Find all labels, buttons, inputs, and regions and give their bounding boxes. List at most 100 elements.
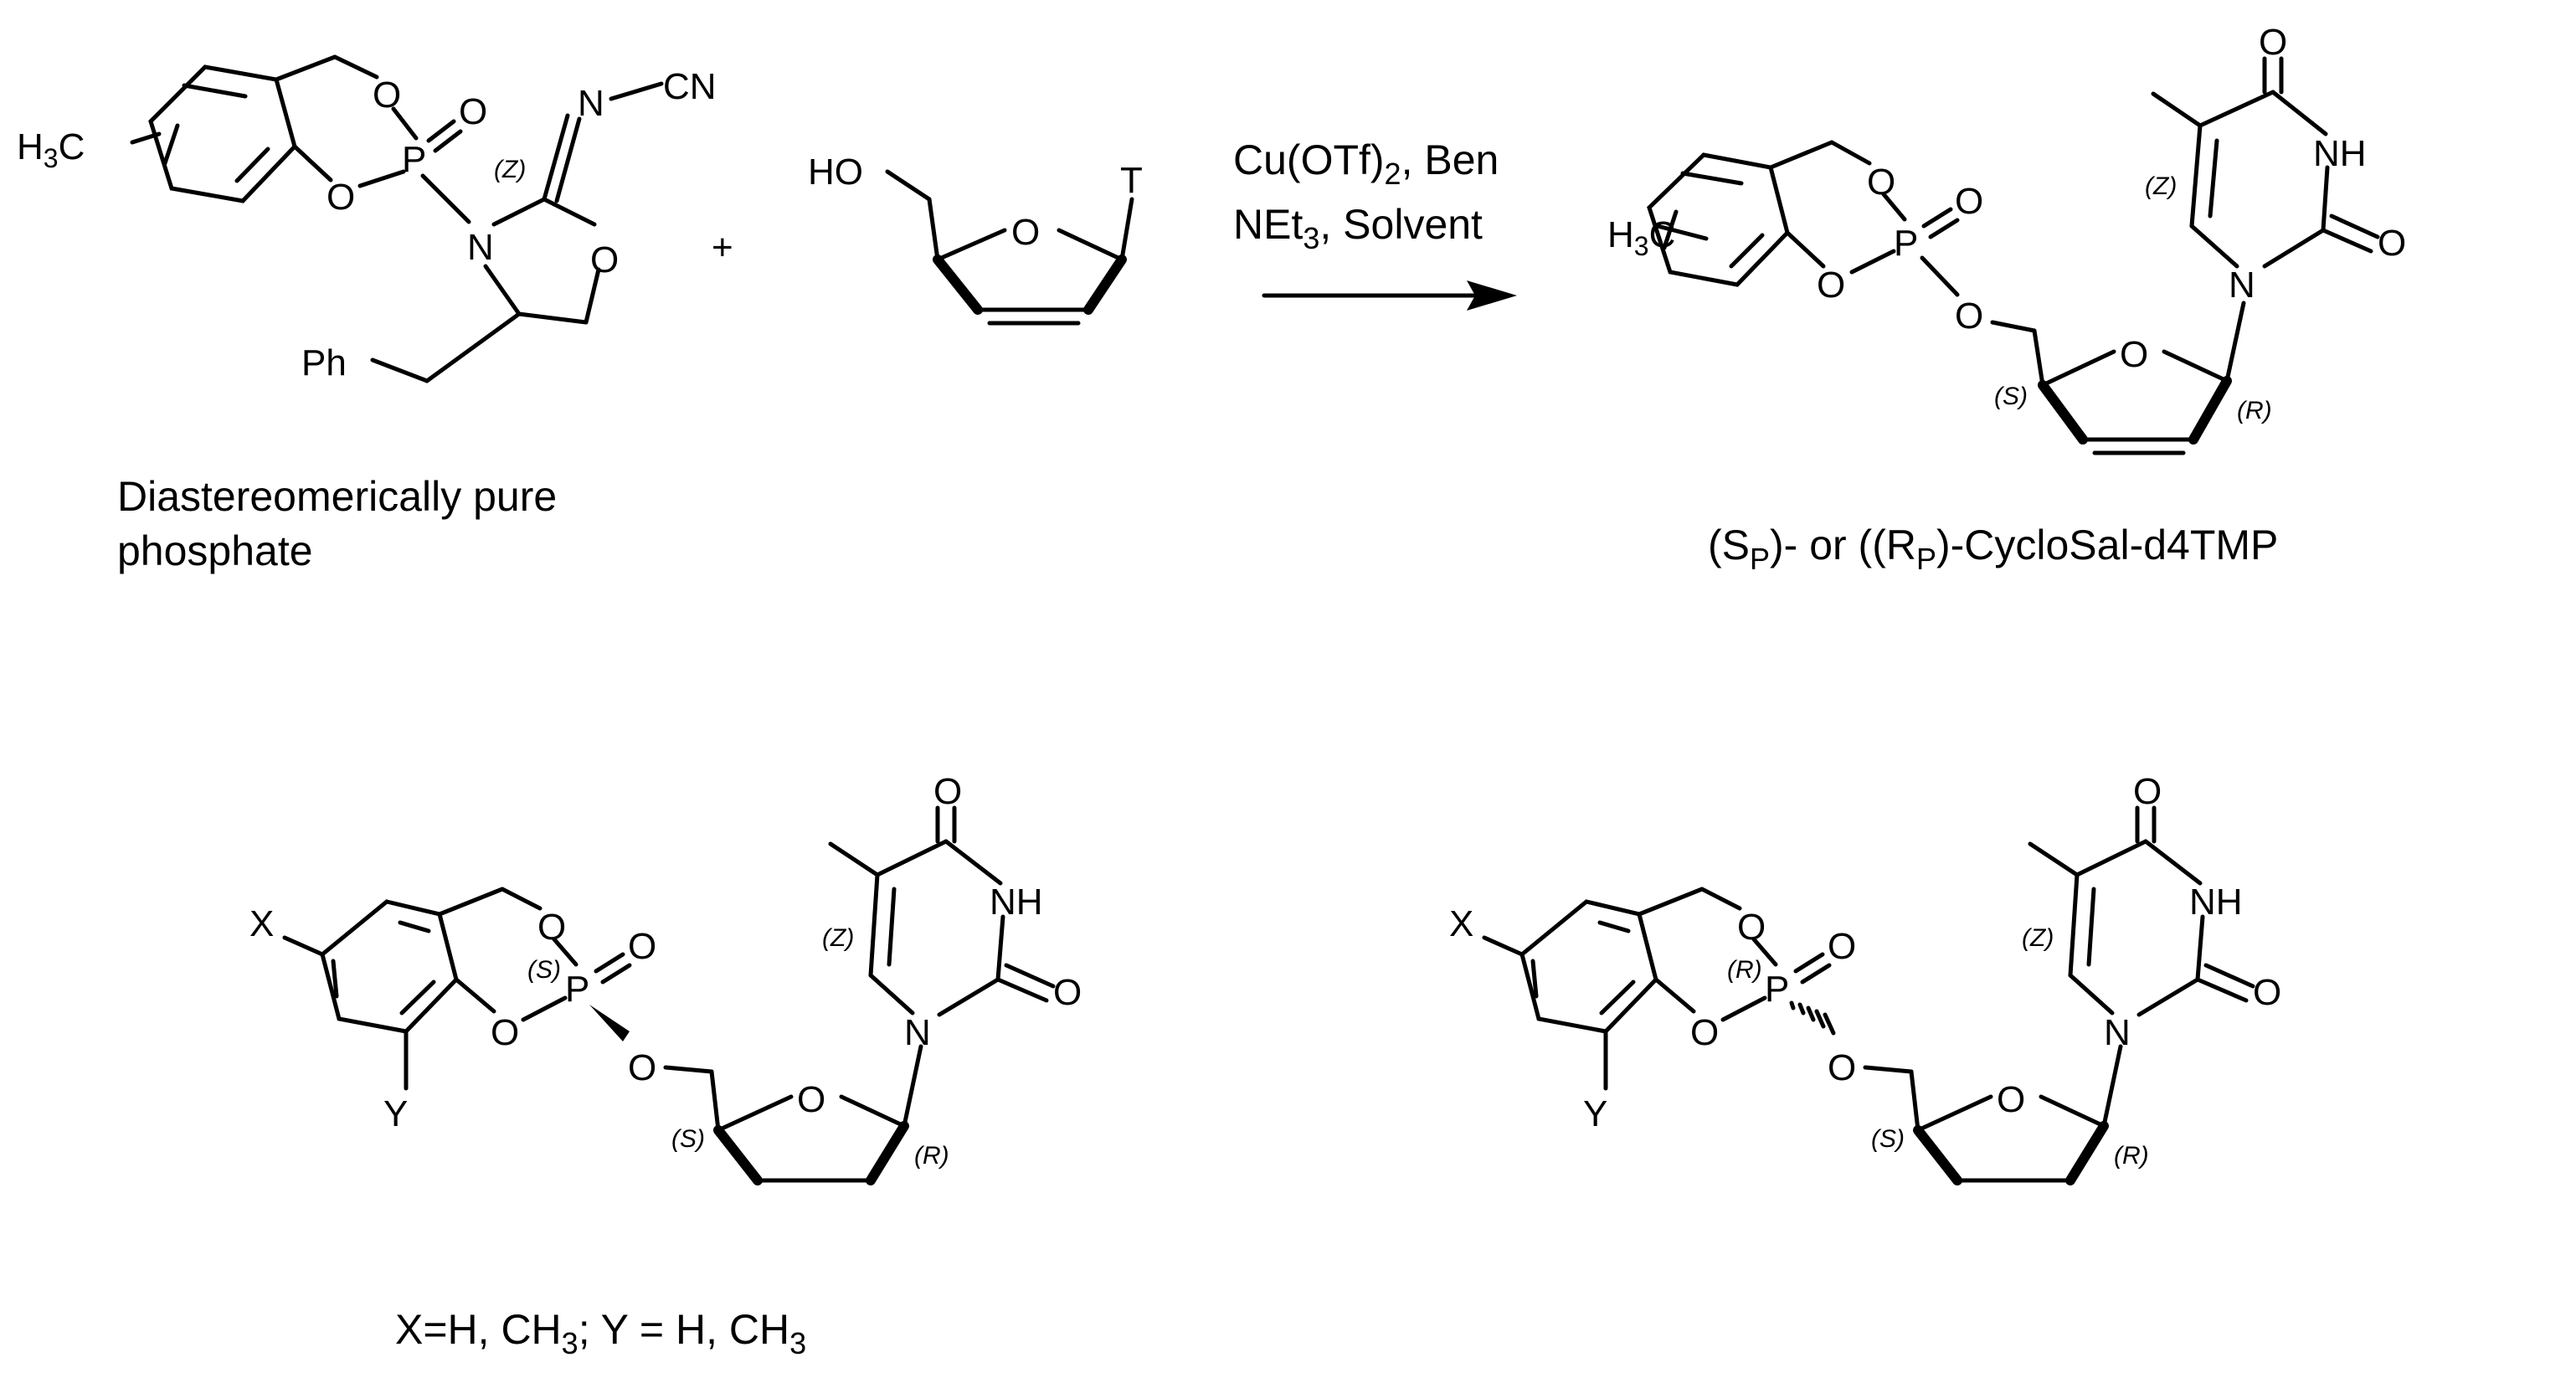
p-double-o bbox=[600, 963, 632, 985]
bond-c4-o bbox=[1915, 1094, 1993, 1133]
atom-n-label: N bbox=[467, 227, 494, 268]
methyl-bond bbox=[828, 841, 880, 877]
product-structure: H3C O O P O O O N NH O O (Z) (S) (R) bbox=[1607, 22, 2406, 455]
rp-isomer-structure: X Y O O P O O O N NH O O (R) (Z) (S) (R) bbox=[1449, 771, 2281, 1185]
thymine-t-label: T bbox=[1120, 160, 1143, 201]
p-o-wedge bbox=[589, 1005, 630, 1041]
c5-c6-double bbox=[2086, 887, 2096, 967]
bond-ch2-o bbox=[1829, 140, 1872, 166]
atom-o-label: O bbox=[797, 1079, 825, 1120]
bond-ch2-c4 bbox=[927, 197, 940, 262]
bold-ring-bond bbox=[933, 255, 983, 315]
aromatic-double-bond bbox=[331, 959, 339, 999]
c-double-n bbox=[554, 116, 582, 203]
p-double-o bbox=[1793, 952, 1825, 974]
bond-ch2-o bbox=[1699, 887, 1742, 911]
bond-c4-o bbox=[716, 1094, 794, 1133]
atom-o-label: O bbox=[537, 907, 566, 948]
p-double-o bbox=[433, 129, 463, 153]
bond-ho-ch2 bbox=[885, 169, 932, 202]
bond-o-ch2 bbox=[1863, 1065, 1914, 1074]
atom-o-label: O bbox=[1690, 1012, 1719, 1053]
atom-o-label: O bbox=[326, 177, 355, 218]
atom-p-label: P bbox=[1894, 223, 1918, 264]
c2-double-o bbox=[2203, 963, 2255, 989]
atom-o-label: O bbox=[2133, 771, 2162, 812]
phenyl-label: Ph bbox=[301, 342, 347, 383]
stereo-z-label: (Z) bbox=[2145, 172, 2177, 200]
y-substituent-label: Y bbox=[383, 1093, 408, 1134]
bond-c6-c5 bbox=[868, 872, 880, 978]
atom-o-label: O bbox=[1867, 162, 1895, 203]
aromatic-double-bond bbox=[1597, 920, 1631, 933]
bond-ar-o bbox=[454, 977, 496, 1014]
p-double-o bbox=[426, 119, 456, 143]
reagent-line-1: Cu(OTf)2, Ben bbox=[1233, 136, 1499, 191]
bond-c2-n1 bbox=[937, 977, 1000, 1017]
bond-n1-c6 bbox=[868, 973, 915, 1016]
atom-nh-label: NH bbox=[990, 882, 1043, 923]
stereo-z-label: (Z) bbox=[2022, 924, 2054, 952]
benzene-ring bbox=[148, 64, 297, 203]
sp-isomer-structure: X Y O O P O O O N NH O O (S) (Z) (S) (R) bbox=[249, 771, 1082, 1185]
stereo-r-label: (R) bbox=[1727, 956, 1762, 984]
p-o-hashed-wedge bbox=[1789, 1000, 1836, 1036]
bond-p-n bbox=[420, 173, 471, 224]
bond-o-p bbox=[521, 995, 568, 1022]
atom-o-label: O bbox=[1828, 926, 1856, 967]
atom-o-label: O bbox=[628, 1047, 656, 1088]
bond-c5-c4 bbox=[2198, 90, 2275, 128]
stereo-r-label: (R) bbox=[2237, 397, 2272, 424]
reaction-arrow-group: Cu(OTf)2, Ben NEt3, Solvent bbox=[1233, 136, 1517, 311]
bond-o-p bbox=[552, 937, 578, 967]
bond-n1-c6 bbox=[2189, 224, 2239, 269]
bond-ch2 bbox=[1637, 887, 1704, 917]
bond-p-o bbox=[1920, 255, 1960, 297]
bond-c2-n1 bbox=[2262, 228, 2326, 269]
c2-double-o bbox=[2195, 977, 2249, 1003]
bond-n3-c2 bbox=[2321, 165, 2330, 233]
bond-ch-ch2 bbox=[424, 311, 522, 383]
bond-o-c1 bbox=[1057, 228, 1124, 262]
aromatic-double-bond bbox=[1680, 171, 1744, 186]
p-double-o bbox=[1928, 218, 1960, 239]
c5-c6-double bbox=[887, 887, 897, 967]
bond-ar-o bbox=[1785, 230, 1826, 269]
c2-double-o bbox=[2321, 228, 2373, 254]
atom-n-label: N bbox=[578, 83, 604, 124]
bond-c-o bbox=[542, 197, 597, 227]
bond-c4-n3 bbox=[944, 839, 1003, 886]
bond-n1-c6 bbox=[2068, 973, 2115, 1016]
bond-ch2-c4 bbox=[709, 1069, 721, 1133]
x-substituent-label: X bbox=[249, 903, 274, 944]
caption-substituents: X=H, CH3; Y = H, CH3 bbox=[395, 1306, 806, 1360]
bold-ring-bond bbox=[1083, 255, 1127, 315]
aromatic-double-bond bbox=[1530, 959, 1539, 999]
atom-o-label: O bbox=[459, 91, 487, 132]
atom-o-label: O bbox=[1997, 1079, 2025, 1120]
atom-o-label: O bbox=[2253, 972, 2281, 1013]
stereo-r-label: (R) bbox=[914, 1142, 949, 1170]
atom-n-label: N bbox=[904, 1012, 931, 1053]
atom-o-label: O bbox=[933, 771, 962, 812]
bond-c6-c5 bbox=[2068, 872, 2080, 978]
bond-x bbox=[1482, 935, 1525, 957]
bond-ch2-c4 bbox=[1909, 1069, 1920, 1133]
bold-ring-bond bbox=[2188, 376, 2232, 445]
aromatic-double-bond bbox=[399, 980, 436, 1016]
hydroxyl-label: HO bbox=[808, 152, 863, 193]
bond-c4-o bbox=[2040, 349, 2116, 388]
bond-ch2-o bbox=[332, 54, 379, 80]
methyl-label: H3C bbox=[17, 126, 85, 173]
bond-c1-t bbox=[1119, 197, 1134, 262]
bond-n-cn bbox=[609, 81, 664, 101]
starting-phosphate-structure: H3C O O P O N O N CN Ph (Z) bbox=[17, 54, 717, 383]
bond-ch2-o bbox=[500, 887, 542, 911]
bond-ar-o bbox=[1653, 977, 1696, 1014]
bold-ring-bond bbox=[866, 1121, 909, 1185]
c-double-n bbox=[542, 113, 570, 202]
bond-o-c1 bbox=[839, 1094, 907, 1129]
methyl-bond bbox=[2028, 841, 2080, 877]
atom-n-label: N bbox=[2229, 265, 2255, 306]
